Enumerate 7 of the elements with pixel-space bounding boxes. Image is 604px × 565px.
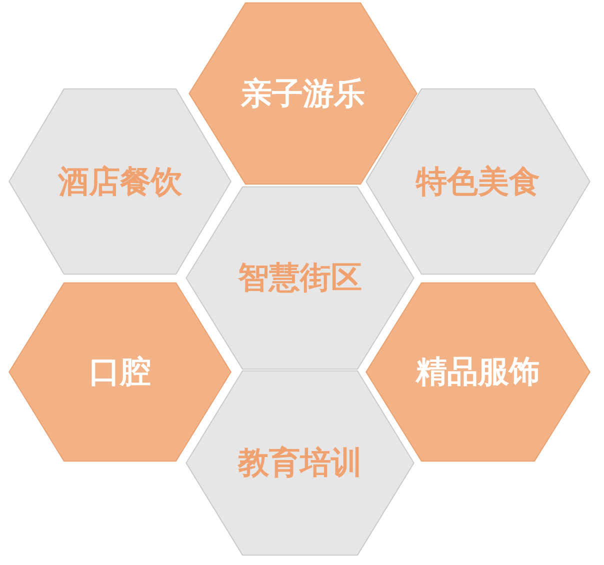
category-label: 精品服饰: [416, 353, 540, 392]
category-label: 酒店餐饮: [58, 162, 182, 202]
category-label: 智慧街区: [238, 259, 362, 298]
category-label: 教育培训: [238, 444, 362, 483]
category-label: 亲子游乐: [241, 74, 365, 114]
category-label: 特色美食: [416, 162, 540, 202]
category-label: 口腔: [89, 353, 151, 392]
